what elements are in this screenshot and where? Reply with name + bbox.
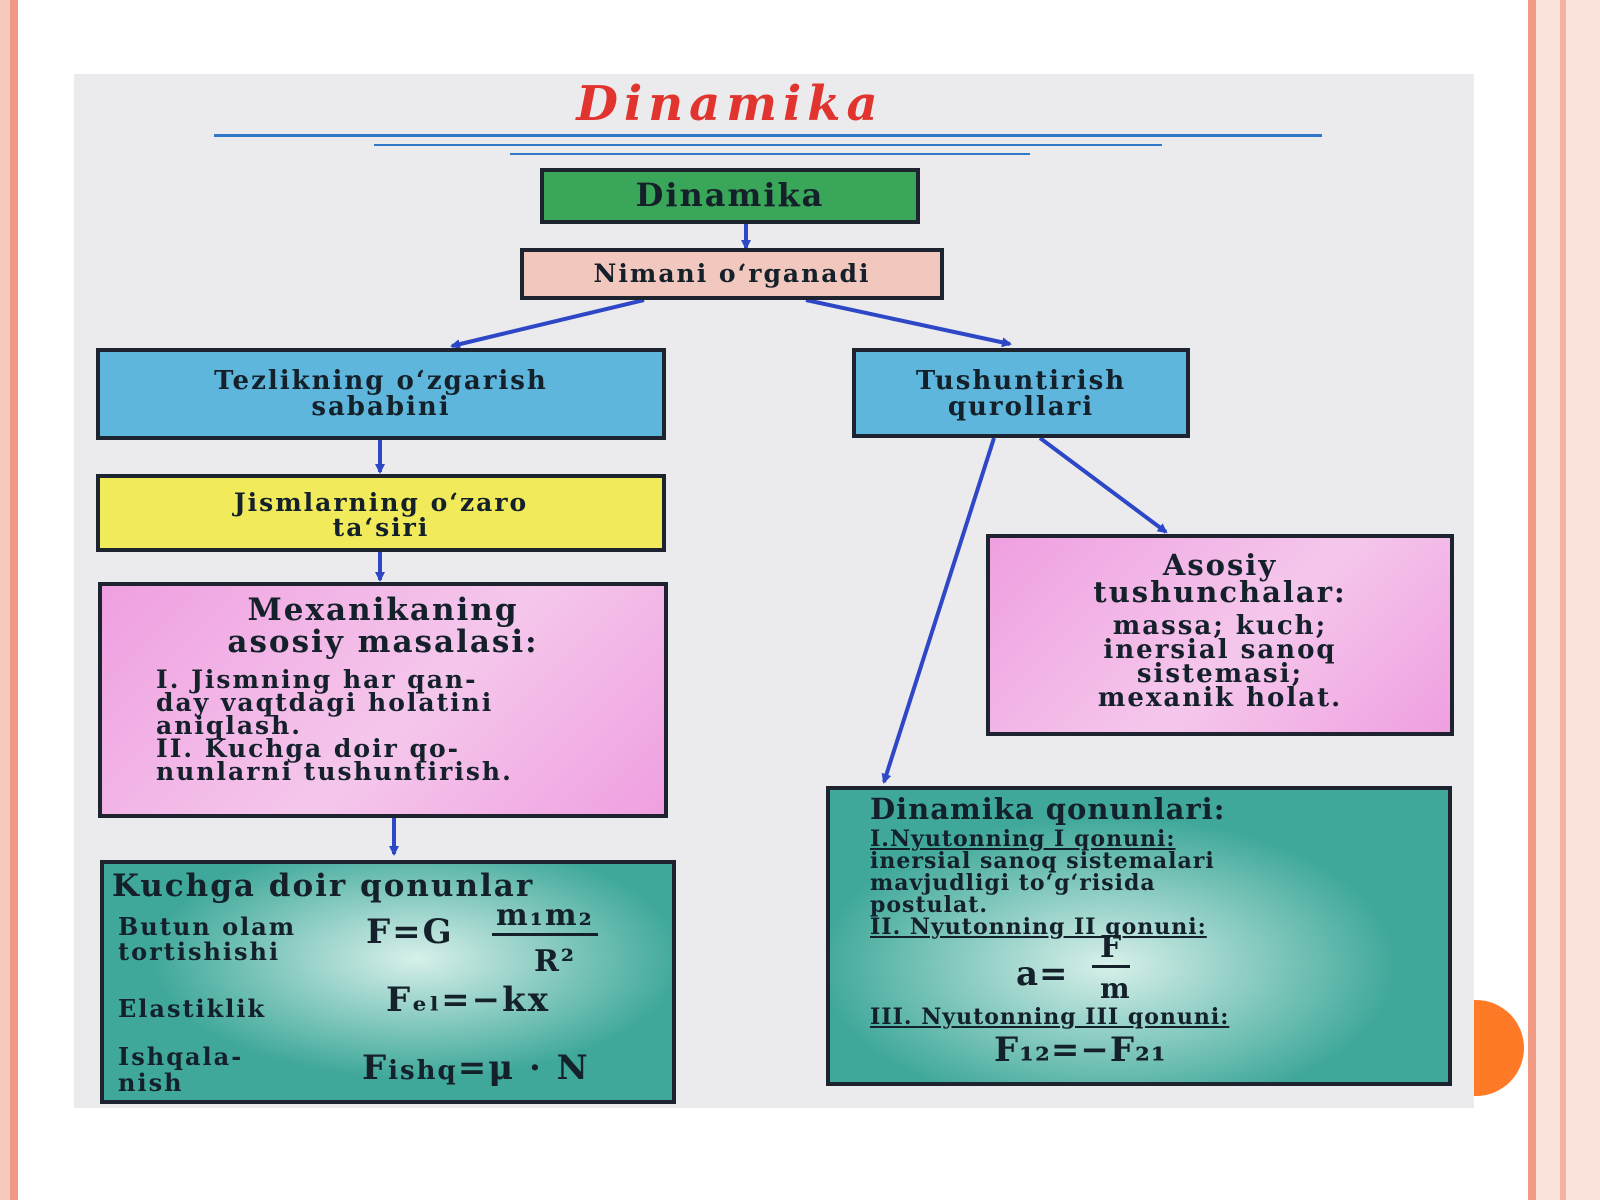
force-laws-title: Kuchga doir qonunlar [112, 868, 535, 904]
page-border-left-outer [0, 0, 10, 1200]
friction-formula-subscript: ishq [388, 1056, 458, 1086]
force-laws-box: Kuchga doir qonunlar Butun olam tortishi… [100, 860, 676, 1104]
friction-label-2: nish [118, 1068, 184, 1097]
concepts-body-4: mexanik holat. [1097, 683, 1343, 713]
concepts-box: Asosiy tushunchalar: massa; kuch; inersi… [986, 534, 1454, 736]
newton-law-1-body-3: postulat. [870, 892, 989, 918]
title-underline-3 [510, 153, 1030, 155]
dynamics-laws-title: Dinamika qonunlari: [870, 792, 1226, 826]
newton-law-3-formula: F₁₂=−F₂₁ [994, 1030, 1167, 1070]
concepts-body-2: inersial sanoq [1103, 635, 1337, 665]
cause-line-2: sababini [311, 392, 451, 422]
gravity-label-1: Butun olam [118, 912, 297, 941]
cause-box: Tezlikning o‘zgarish sababini [96, 348, 666, 440]
interaction-line-1: Jismlarning o‘zaro [233, 488, 529, 517]
study-box: Nimani o‘rganadi [520, 248, 944, 300]
interaction-line-2: ta‘siri [332, 513, 430, 542]
concepts-title-2: tushunchalar: [1093, 575, 1347, 609]
elastic-label: Elastiklik [118, 994, 267, 1023]
concepts-title-1: Asosiy [1162, 548, 1278, 582]
friction-formula-f: F [362, 1048, 389, 1088]
mechanics-body-1: I. Jismning har qan- [156, 665, 478, 694]
concepts-body-3: sistemasi; [1136, 659, 1304, 689]
mechanics-body-3: aniqlash. [156, 711, 303, 740]
gravity-formula-numerator: m₁m₂ [492, 898, 598, 936]
newton-law-2-numerator: F [1092, 930, 1131, 968]
tools-line-1: Tushuntirish [915, 366, 1127, 396]
gravity-label-2: tortishishi [118, 937, 281, 966]
arrow-tools-to-laws [881, 437, 996, 784]
newton-law-1-heading: I.Nyutonning I qonuni: [870, 826, 1176, 852]
page-border-left-inner [10, 0, 18, 1200]
cause-line-1: Tezlikning o‘zgarish [214, 366, 548, 396]
elastic-formula: Fₑₗ=−kx [386, 980, 550, 1020]
title-underline-2 [374, 144, 1162, 146]
interaction-box: Jismlarning o‘zaro ta‘siri [96, 474, 666, 552]
tools-line-2: qurollari [947, 392, 1095, 422]
concepts-body-1: massa; kuch; [1112, 611, 1328, 641]
title-underline-1 [214, 134, 1322, 137]
mechanics-body-4: II. Kuchga doir qo- [156, 734, 460, 763]
mechanics-title-1: Mexanikaning [247, 592, 519, 628]
mechanics-body-5: nunlarni tushuntirish. [156, 757, 513, 786]
arrow-tools-to-concepts [1038, 436, 1168, 534]
page-border-right-inner [1528, 0, 1536, 1200]
gravity-formula-denominator: R² [534, 944, 577, 979]
newton-law-2-denominator: m [1100, 972, 1131, 1005]
study-label: Nimani o‘rganadi [593, 259, 871, 288]
newton-law-3-heading: III. Nyutonning III qonuni: [870, 1004, 1230, 1030]
arrow-study-to-cause [450, 298, 645, 349]
page-border-right-stripe [1560, 0, 1566, 1200]
gravity-formula-lhs: F=G [366, 912, 454, 952]
newton-law-2-lhs: a= [1016, 954, 1069, 994]
newton-law-1-body-1: inersial sanoq sistemalari [870, 848, 1215, 874]
newton-law-2-heading: II. Nyutonning II qonuni: [870, 914, 1207, 940]
arrow-study-to-tools [805, 298, 1012, 348]
page-border-right-outer [1536, 0, 1600, 1200]
mechanics-title-2: asosiy masalasi: [227, 624, 539, 660]
root-box: Dinamika [540, 168, 920, 224]
root-label: Dinamika [635, 176, 825, 214]
tools-box: Tushuntirish qurollari [852, 348, 1190, 438]
dynamics-laws-box: Dinamika qonunlari: I.Nyutonning I qonun… [826, 786, 1452, 1086]
friction-label-1: Ishqala- [118, 1042, 244, 1071]
page-title: Dinamika [576, 76, 884, 132]
newton-law-1-body-2: mavjudligi to‘g‘risida [870, 870, 1156, 896]
friction-formula-rhs: =μ · N [457, 1048, 590, 1088]
mechanics-body-2: day vaqtdagi holatini [156, 688, 494, 717]
mechanics-box: Mexanikaning asosiy masalasi: I. Jismnin… [98, 582, 668, 818]
